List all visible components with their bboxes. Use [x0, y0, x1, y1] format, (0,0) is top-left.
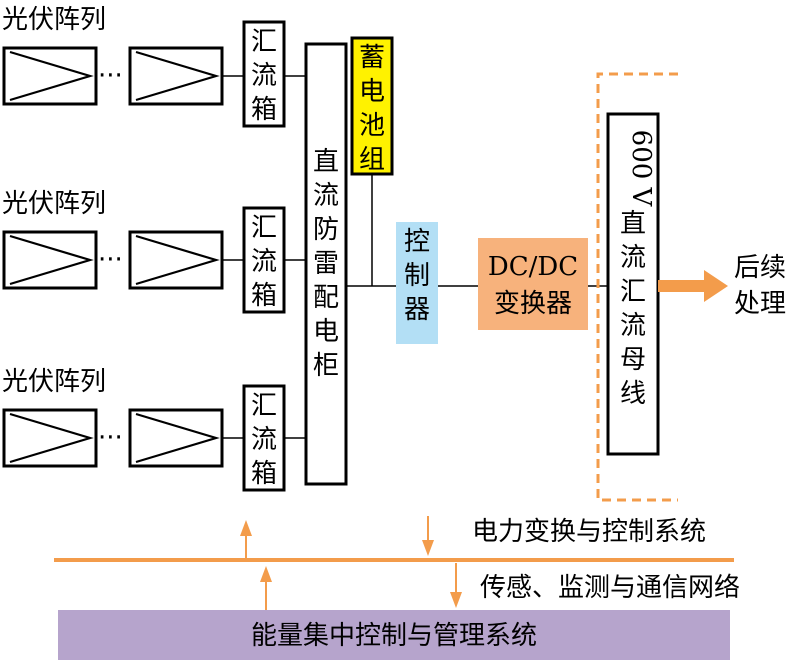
dc-bus-label: 直流汇流母线 — [620, 209, 646, 409]
signal-arrow-down-1 — [422, 516, 434, 556]
output-arrow — [658, 270, 728, 302]
signal-arrow-down-2 — [450, 563, 462, 608]
controller-label: 控制器 — [404, 227, 430, 325]
pv-module-3b — [128, 408, 224, 468]
battery-bank: 蓄电池组 — [350, 36, 394, 176]
combiner-box-3: 汇流箱 — [242, 384, 286, 492]
combiner-box-1: 汇流箱 — [242, 20, 286, 128]
ems-label: 能量集中控制与管理系统 — [251, 621, 537, 651]
ellipsis-1: ··· — [98, 61, 123, 91]
combiner-box-label-2: 汇流箱 — [251, 213, 277, 311]
energy-management-system: 能量集中控制与管理系统 — [58, 610, 730, 660]
combiner-box-2: 汇流箱 — [242, 206, 286, 314]
battery-label: 蓄电池组 — [359, 43, 385, 175]
followup-label-2: 处理 — [734, 289, 786, 319]
pv-module-1b — [128, 46, 224, 106]
dc-cabinet-label: 直流防雷配电柜 — [313, 147, 339, 381]
comm-network-label: 传感、监测与通信网络 — [480, 573, 740, 603]
pv-module-2b — [128, 230, 224, 290]
pv-array-label-1: 光伏阵列 — [2, 5, 106, 35]
power-system-boundary — [596, 72, 678, 502]
dc-distribution-cabinet: 直流防雷配电柜 — [304, 42, 348, 486]
dc-bus-voltage: 600 V — [626, 130, 656, 208]
combiner-box-label-3: 汇流箱 — [251, 391, 277, 489]
dcdc-converter: DC/DC 变换器 — [478, 238, 588, 330]
controller-box: 控制器 — [396, 222, 438, 344]
pv-module-2a — [2, 230, 98, 290]
dc-bus: 600 V 直流汇流母线 — [606, 112, 660, 456]
signal-arrow-up-2 — [260, 566, 272, 610]
power-system-label: 电力变换与控制系统 — [472, 517, 706, 547]
signal-arrow-up-1 — [240, 520, 252, 558]
dcdc-label-line1: DC/DC — [488, 252, 578, 282]
pv-array-label-3: 光伏阵列 — [2, 367, 106, 397]
ellipsis-2: ··· — [98, 245, 123, 275]
pv-module-1a — [2, 46, 98, 106]
ellipsis-3: ··· — [98, 423, 123, 453]
dcdc-label-line2: 变换器 — [494, 289, 572, 319]
followup-label-1: 后续 — [734, 253, 786, 283]
combiner-box-label-1: 汇流箱 — [251, 27, 277, 125]
pv-array-label-2: 光伏阵列 — [2, 189, 106, 219]
pv-module-3a — [2, 408, 98, 468]
